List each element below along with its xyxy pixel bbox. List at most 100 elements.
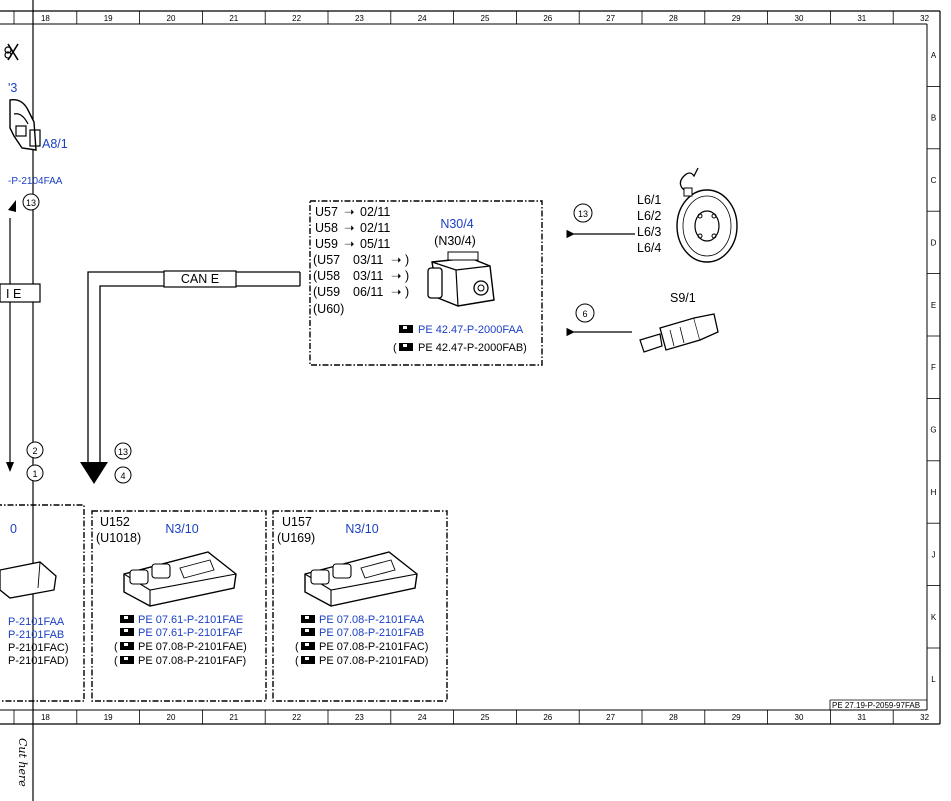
row-letter: H: [931, 488, 937, 497]
column-number: 30: [795, 713, 804, 722]
version-arrow: ➝: [344, 205, 355, 219]
can-circle-13: 13: [118, 447, 128, 457]
left-edge-components: '3 A8/1 -P-2104FAA 13 I E 2 1: [0, 43, 68, 482]
document-reference: PE 27.19-P-2059-97FAB: [832, 701, 920, 710]
wheel-speed-sensors: 13 L6/1 L6/2 L6/3 L6/4: [566, 167, 738, 263]
column-number: 24: [418, 14, 427, 23]
column-number: 27: [606, 14, 615, 23]
book-icon: [120, 615, 134, 623]
block-title: N3/10: [165, 522, 198, 536]
column-number: 22: [292, 14, 301, 23]
partial-block-title: 0: [10, 522, 17, 536]
sensor-label: L6/2: [637, 209, 661, 223]
sensor-circle-13: 13: [578, 209, 588, 219]
circle-2: 2: [32, 446, 37, 456]
can-e-label: CAN E: [181, 272, 219, 286]
sensor-label: L6/3: [637, 225, 661, 239]
column-number: 23: [355, 14, 364, 23]
version-paren-value: 03/11: [353, 269, 383, 283]
sensor-label: L6/1: [637, 193, 661, 207]
a8-1-device-icon: [9, 99, 41, 151]
column-number: 20: [167, 14, 176, 23]
row-letter: K: [931, 613, 937, 622]
row-letter: E: [931, 301, 936, 310]
box-label-ie: I E: [6, 287, 21, 301]
abs-control-unit-icon: [427, 251, 495, 307]
column-number: 20: [167, 713, 176, 722]
column-number: 32: [920, 14, 929, 23]
version-extra: (U60): [313, 302, 344, 316]
book-icon: [120, 628, 134, 636]
n30-4-title: N30/4: [440, 217, 473, 231]
ref: PE 07.08-P-2101FAD): [319, 655, 428, 667]
version-value: 02/11: [360, 221, 390, 235]
block-code-paren: (U1018): [96, 531, 141, 545]
version-paren-code: (U57: [313, 253, 340, 267]
column-number: 26: [543, 713, 552, 722]
scissors-icon: [4, 43, 19, 61]
column-number: 18: [41, 713, 50, 722]
column-number: 21: [229, 713, 238, 722]
version-value: 05/11: [360, 237, 390, 251]
column-number: 27: [606, 713, 615, 722]
circle-1: 1: [32, 469, 37, 479]
column-number: 31: [857, 14, 866, 23]
column-number: 19: [104, 713, 113, 722]
row-letter: B: [931, 114, 936, 123]
book-icon: [399, 343, 413, 351]
column-number: 28: [669, 713, 678, 722]
block-code-paren: (U169): [277, 531, 315, 545]
bottom-left-partial-block: 0 P-2101FAA P-2101FAB P-2101FAC) P-2101F…: [0, 504, 85, 702]
version-code: U59: [315, 237, 338, 251]
column-number: 21: [229, 14, 238, 23]
version-value: 02/11: [360, 205, 390, 219]
version-arrow: ➝: [344, 221, 355, 235]
ref: P-2101FAB: [8, 629, 64, 641]
can-e-bus: CAN E 13 4: [80, 270, 301, 484]
ref: PE 07.08-P-2101FAE): [138, 641, 247, 653]
book-icon: [301, 656, 315, 664]
version-paren-close: ➝ ): [391, 253, 409, 267]
n30-pe-main: PE 42.47-P-2000FAA: [418, 324, 524, 336]
circle-13-left: 13: [26, 198, 36, 208]
ref: PE 07.08-P-2101FAF): [138, 655, 246, 667]
book-icon: [120, 656, 134, 664]
s9-1-switch: S9/1 6: [566, 291, 719, 353]
n30-4-subtitle: (N30/4): [434, 234, 476, 248]
version-paren-code: (U59: [313, 285, 340, 299]
ref: PE 07.08-P-2101FAA: [319, 614, 425, 626]
column-number: 19: [104, 14, 113, 23]
component-a8-1: A8/1: [42, 137, 68, 151]
engine-control-unit-icon: [304, 551, 418, 607]
engine-control-unit-icon: [123, 551, 237, 607]
book-icon: [399, 325, 413, 333]
block-title: N3/10: [345, 522, 378, 536]
engine-control-unit-icon: [0, 561, 57, 599]
ref: PE 07.61-P-2101FAE: [138, 614, 243, 626]
row-letter: D: [931, 238, 937, 247]
version-paren-close: ➝ ): [391, 269, 409, 283]
partial-label-3: '3: [8, 81, 17, 95]
column-number: 22: [292, 713, 301, 722]
book-icon: [301, 615, 315, 623]
block-code: U152: [100, 515, 130, 529]
cut-here-label: Cut here: [16, 738, 29, 787]
can-circle-4: 4: [120, 471, 125, 481]
block-u157: U157 (U169) N3/10 PE 07.08-P-2101FAA PE …: [272, 510, 448, 702]
row-letter: J: [932, 550, 936, 559]
column-number: 28: [669, 14, 678, 23]
book-icon: [301, 642, 315, 650]
ref: P-2101FAC): [8, 642, 69, 654]
a8-1-pe-ref: -P-2104FAA: [8, 176, 63, 187]
block-u152: U152 (U1018) N3/10 PE 07.61-P-2101FAE PE…: [91, 510, 267, 702]
version-paren-value: 03/11: [353, 253, 383, 267]
ref: PE 07.08-P-2101FAB: [319, 627, 424, 639]
column-number: 25: [481, 713, 490, 722]
column-number: 26: [543, 14, 552, 23]
column-number: 25: [481, 14, 490, 23]
row-letter: C: [931, 176, 937, 185]
ref: P-2101FAA: [8, 616, 65, 628]
svg-text:(: (: [114, 655, 118, 667]
